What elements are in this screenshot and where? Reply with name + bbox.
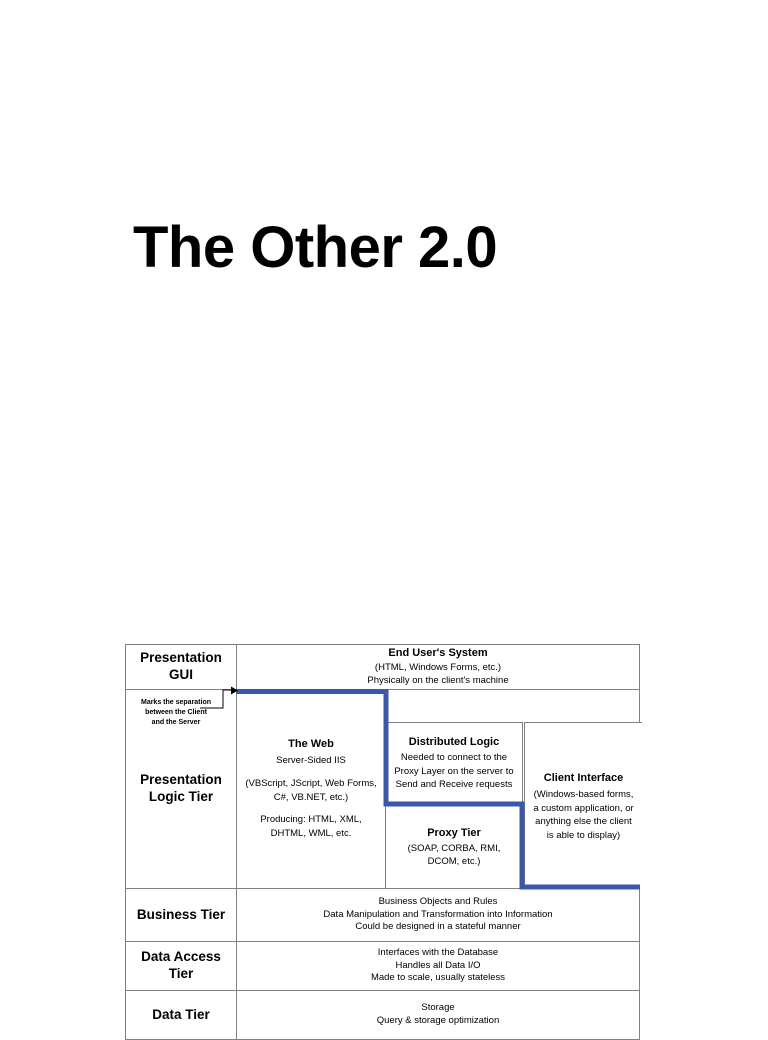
block-line: Proxy Layer on the server to [394,765,514,777]
block-line: Producing: HTML, XML, [260,814,362,826]
tier-label-line: Data Tier [152,1006,210,1022]
body-line: (HTML, Windows Forms, etc.) [374,662,502,674]
tier-label-line: Logic Tier [148,789,214,804]
block-line: a custom application, or [533,802,634,814]
tier-body-data-access-tier: Interfaces with the Database Handles all… [236,941,640,991]
tier-label-line: Business Tier [136,906,226,922]
block-line: (VBScript, JScript, Web Forms, [245,777,377,789]
block-line: DCOM, etc.) [427,856,481,868]
block-line: DHTML, WML, etc. [270,828,352,840]
tier-label-presentation-logic: Presentation Logic Tier [125,689,237,889]
block-proxy-tier: Proxy Tier (SOAP, CORBA, RMI, DCOM, etc.… [385,805,523,888]
block-client-interface: Client Interface (Windows-based forms, a… [524,722,642,888]
block-title-client-interface: Client Interface [543,772,624,784]
page-title: The Other 2.0 [133,215,498,280]
annotation-line: and the Server [151,719,201,727]
tier-body-data-tier: Storage Query & storage optimization [236,990,640,1040]
logic-canvas: The Web Server-Sided IIS (VBScript, JScr… [237,690,642,888]
annotation-line: between the Client [145,709,207,717]
body-line: Physically on the client's machine [367,674,509,686]
block-the-web: The Web Server-Sided IIS (VBScript, JScr… [237,690,385,888]
tier-label-line: GUI [168,667,193,682]
tier-label-line: Data Access [141,949,221,965]
block-line: Needed to connect to the [400,752,508,764]
block-line: (SOAP, CORBA, RMI, [407,842,501,854]
block-title-distributed-logic: Distributed Logic [408,735,500,748]
block-line: Server-Sided IIS [276,755,346,767]
tier-label-line: Tier [168,966,194,981]
body-line: Business Objects and Rules [378,895,498,907]
tier-body-business-tier: Business Objects and Rules Data Manipula… [236,888,640,942]
body-line: Could be designed in a stateful manner [355,921,521,933]
body-line: Handles all Data I/O [395,959,481,971]
table-row-business-tier: Business Tier Business Objects and Rules… [125,888,640,942]
tier-label-line: Presentation [140,650,222,666]
architecture-diagram: Presentation GUI End User's System (HTML… [125,644,642,1040]
block-line: (Windows-based forms, [533,788,634,800]
block-line: anything else the client [535,816,632,828]
tier-label-line: Presentation [140,772,222,788]
body-line: Interfaces with the Database [377,946,499,958]
body-line: Query & storage optimization [376,1015,500,1026]
body-title: End User's System [388,647,488,660]
body-line: Data Manipulation and Transformation int… [323,908,553,920]
table-row-data-access-tier: Data Access Tier Interfaces with the Dat… [125,941,640,991]
body-line: Made to scale, usually stateless [370,972,506,984]
block-line: C#, VB.NET, etc.) [273,791,349,803]
body-line: Storage [421,1002,455,1014]
block-line: is able to display) [546,830,621,842]
tier-label-business-tier: Business Tier [125,888,237,942]
tier-body-presentation-logic: The Web Server-Sided IIS (VBScript, JScr… [236,689,642,889]
tier-label-data-tier: Data Tier [125,990,237,1040]
block-title-proxy-tier: Proxy Tier [427,826,481,839]
table-row-data-tier: Data Tier Storage Query & storage optimi… [125,990,640,1040]
tier-body-presentation-gui: End User's System (HTML, Windows Forms, … [236,644,640,690]
table-row-presentation-gui: Presentation GUI End User's System (HTML… [125,644,640,690]
tier-label-data-access-tier: Data Access Tier [125,941,237,991]
block-distributed-logic: Distributed Logic Needed to connect to t… [385,722,523,804]
separation-annotation-text: Marks the separation between the Client … [127,698,225,728]
annotation-line: Marks the separation [140,699,212,706]
block-title-the-web: The Web [288,738,334,751]
tier-label-presentation-gui: Presentation GUI [125,644,237,690]
block-line: Send and Receive requests [395,778,513,790]
